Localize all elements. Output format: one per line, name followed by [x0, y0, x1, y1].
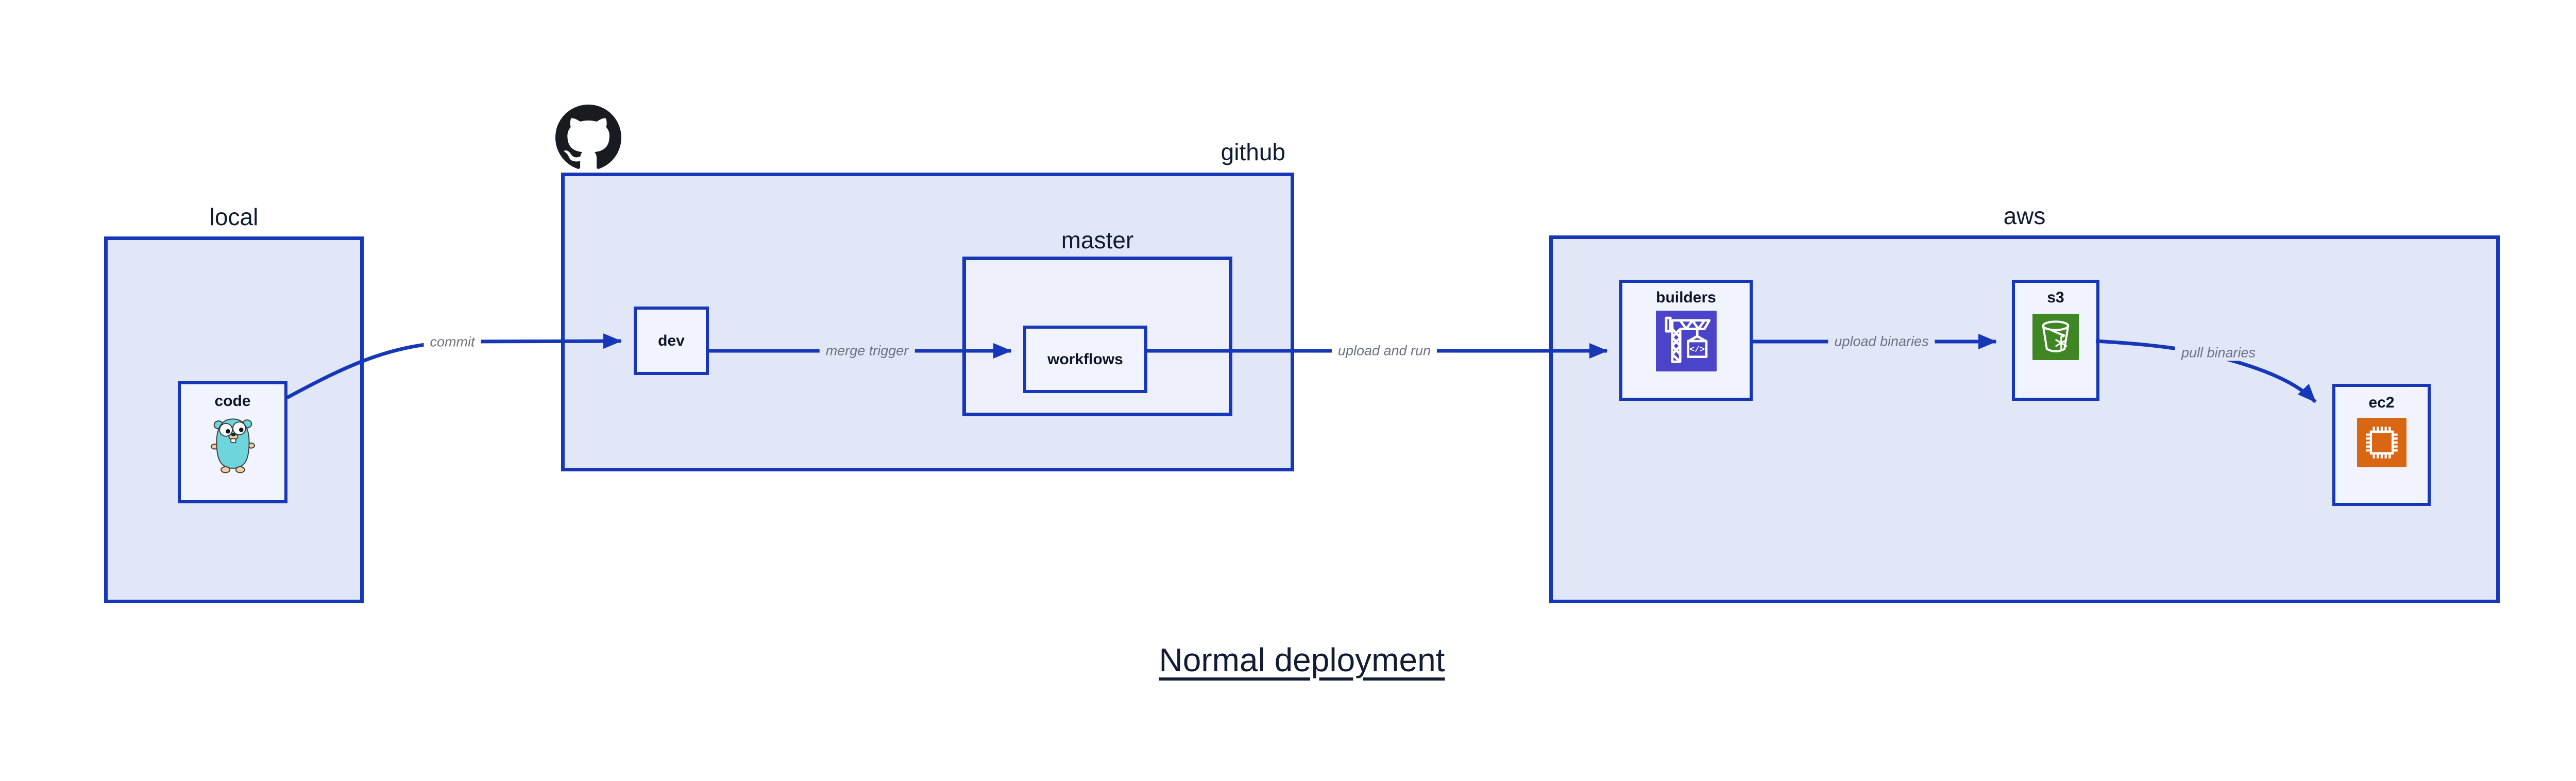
container-master: master workflows: [962, 227, 1232, 416]
go-gopher-icon: [210, 418, 255, 473]
codebuild-glyph: </>: [1689, 345, 1705, 354]
container-aws: aws builders </> s3: [1549, 202, 2500, 603]
node-dev: dev: [634, 307, 709, 375]
aws-s3-bucket-snowflake-icon: [2032, 314, 2079, 360]
github-label: github: [1221, 139, 1285, 165]
aws-label: aws: [2003, 202, 2046, 229]
edge-label-commit: commit: [423, 334, 481, 350]
aws-codebuild-crane-icon: </>: [1655, 311, 1717, 371]
diagram-title: Normal deployment: [1159, 641, 1445, 678]
s3-label: s3: [2047, 289, 2064, 306]
aws-ec2-chip-icon: [2357, 418, 2406, 467]
dev-label: dev: [658, 332, 685, 349]
node-s3: s3: [2012, 280, 2099, 401]
node-ec2: ec2: [2332, 384, 2431, 506]
node-workflows: workflows: [1023, 326, 1147, 393]
edge-label-upload-and-run: upload and run: [1331, 343, 1437, 359]
master-label: master: [1061, 227, 1134, 253]
node-code: code: [178, 381, 287, 503]
node-builders: builders </>: [1619, 280, 1753, 401]
edge-label-pull-binaries: pull binaries: [2175, 345, 2262, 361]
container-local: local code: [104, 203, 364, 603]
ec2-label: ec2: [2368, 394, 2395, 411]
github-octocat-icon: [555, 105, 621, 169]
edge-label-upload-binaries: upload binaries: [1828, 333, 1935, 350]
code-label: code: [214, 393, 251, 410]
builders-label: builders: [1656, 289, 1716, 306]
workflows-label: workflows: [1047, 350, 1123, 368]
local-label: local: [209, 203, 259, 230]
container-github: github dev master workflows: [555, 105, 1294, 471]
edge-label-merge-trigger: merge trigger: [819, 343, 915, 359]
